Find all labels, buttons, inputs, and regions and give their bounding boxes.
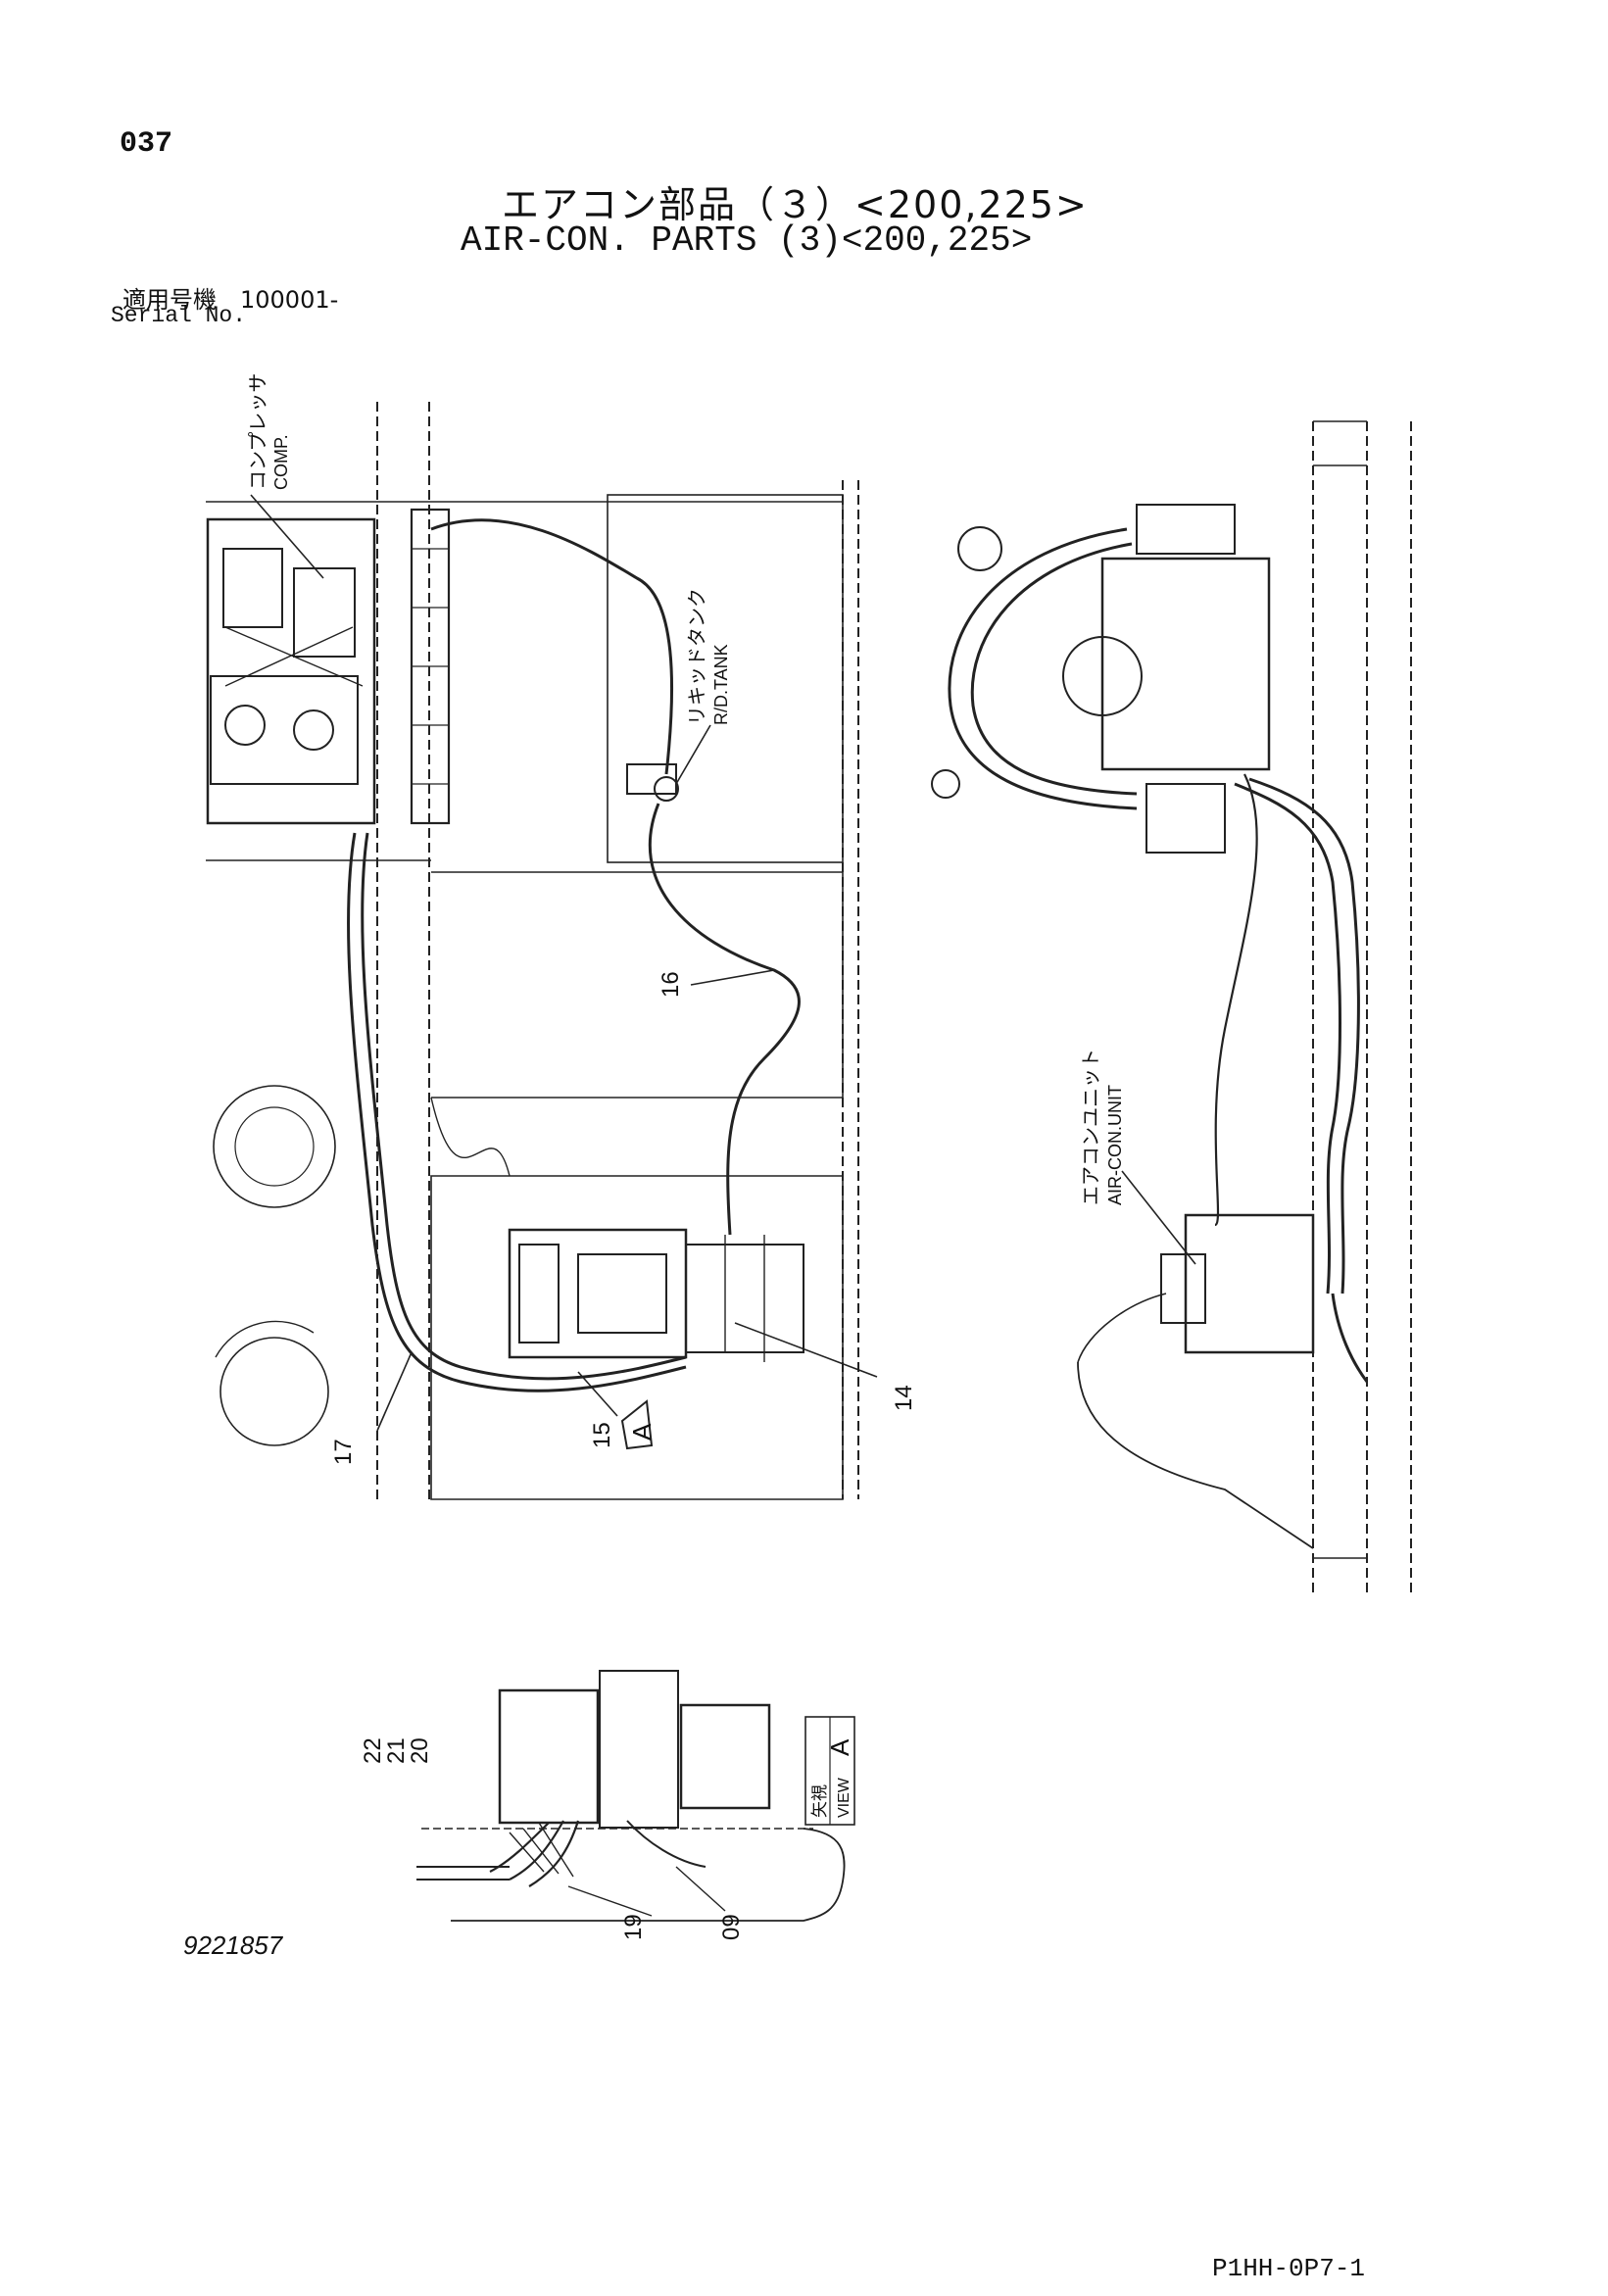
svg-text:コンプレッサ: コンプレッサ: [248, 373, 269, 490]
page-title-english: AIR-CON. PARTS (3)<200,225>: [461, 220, 1033, 261]
callout-09: 09: [718, 1914, 745, 1940]
svg-text:リキッドタンク: リキッドタンク: [686, 588, 708, 725]
aircon-unit-label: エアコンユニット AIR-CON.UNIT: [1081, 1049, 1125, 1205]
callout-20: 20: [407, 1737, 433, 1764]
callout-22: 22: [360, 1737, 386, 1764]
compressor-leader-line: [250, 494, 324, 579]
hose-17: [361, 832, 687, 1381]
view-a-arrow-letter: A: [627, 1423, 657, 1441]
aircon-unit-main-illustration: [508, 1228, 804, 1362]
page-code: P1HH-0P7-1: [1212, 2254, 1366, 2283]
engine-block-illustration: [206, 508, 451, 825]
callout-19: 19: [620, 1914, 647, 1940]
callout-21: 21: [383, 1737, 410, 1764]
side-view: [931, 420, 1412, 1597]
view-a-label: 矢視 VIEW A: [810, 1738, 854, 1818]
svg-text:VIEW: VIEW: [836, 1777, 853, 1818]
main-view: [206, 402, 878, 1500]
liquid-tank-label: リキッドタンク R/D.TANK: [686, 588, 731, 725]
compressor-label: コンプレッサ COMP.: [248, 373, 291, 490]
page-number: 037: [120, 127, 173, 161]
callout-16: 16: [658, 971, 684, 998]
serial-label-english: Serial No.: [111, 303, 247, 328]
callout-17: 17: [330, 1439, 357, 1465]
serial-label-japanese: 適用号機 100001-: [122, 286, 339, 314]
svg-text:AIR-CON.UNIT: AIR-CON.UNIT: [1105, 1085, 1125, 1205]
page-title-japanese: エアコン部品（３）<200,225>: [502, 183, 1089, 226]
callout-14: 14: [891, 1385, 917, 1411]
liquid-tank-illustration: [626, 724, 711, 802]
view-a-detail: [416, 1670, 855, 1922]
hose-16: [648, 803, 801, 1236]
svg-text:A: A: [825, 1738, 854, 1756]
svg-text:矢視: 矢視: [810, 1784, 829, 1818]
drawing-number: 9221857: [183, 1930, 283, 1960]
svg-text:R/D.TANK: R/D.TANK: [711, 644, 731, 725]
callout-15: 15: [589, 1422, 615, 1448]
svg-text:エアコンユニット: エアコンユニット: [1081, 1049, 1102, 1205]
svg-text:COMP.: COMP.: [271, 434, 291, 490]
